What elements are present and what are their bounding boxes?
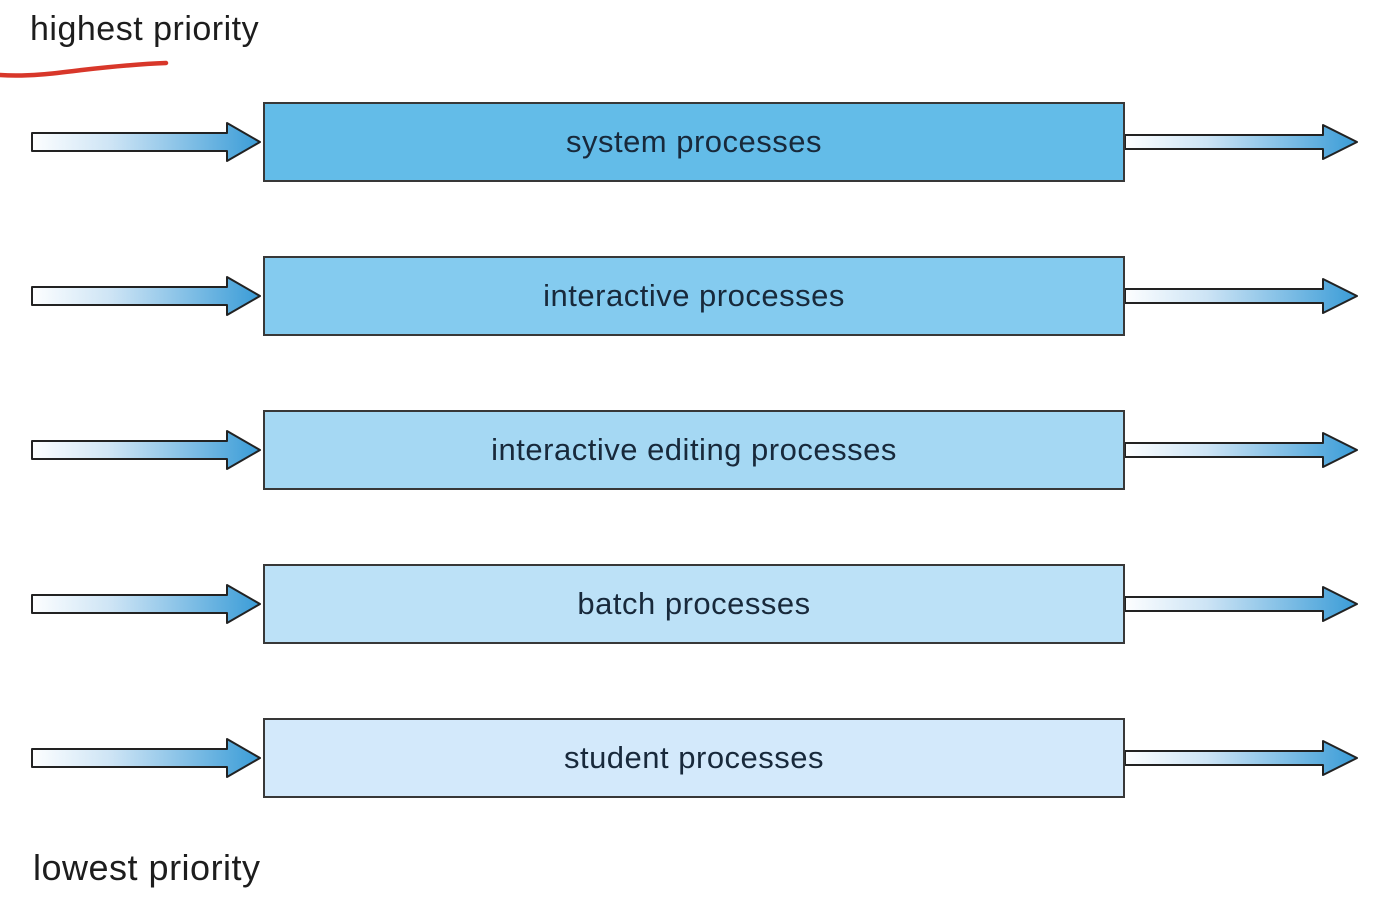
queue-row: interactive processes (0, 256, 1386, 336)
queue-label: interactive editing processes (491, 432, 897, 467)
queue-row: batch processes (0, 564, 1386, 644)
queue-box: batch processes (263, 564, 1125, 644)
highest-priority-label: highest priority (30, 10, 260, 48)
outgoing-arrow-icon (1125, 432, 1358, 468)
queue-box: interactive editing processes (263, 410, 1125, 490)
outgoing-arrow-icon (1125, 124, 1358, 160)
queue-row: student processes (0, 718, 1386, 798)
red-underline-annotation (0, 60, 169, 78)
queue-box: system processes (263, 102, 1125, 182)
queue-row: interactive editing processes (0, 410, 1386, 490)
incoming-arrow-icon (31, 738, 261, 778)
incoming-arrow-icon (31, 122, 261, 162)
queue-label: student processes (563, 740, 825, 775)
outgoing-arrow-icon (1125, 586, 1358, 622)
outgoing-arrow-icon (1125, 278, 1358, 314)
queue-label: system processes (565, 124, 823, 159)
outgoing-arrow-icon (1125, 740, 1358, 776)
incoming-arrow-icon (31, 430, 261, 470)
incoming-arrow-icon (31, 276, 261, 316)
queue-box: student processes (263, 718, 1125, 798)
queue-row: system processes (0, 102, 1386, 182)
queue-label: interactive processes (543, 278, 845, 313)
lowest-priority-label: lowest priority (33, 847, 261, 888)
incoming-arrow-icon (31, 584, 261, 624)
queue-box: interactive processes (263, 256, 1125, 336)
queue-label: batch processes (577, 586, 811, 621)
